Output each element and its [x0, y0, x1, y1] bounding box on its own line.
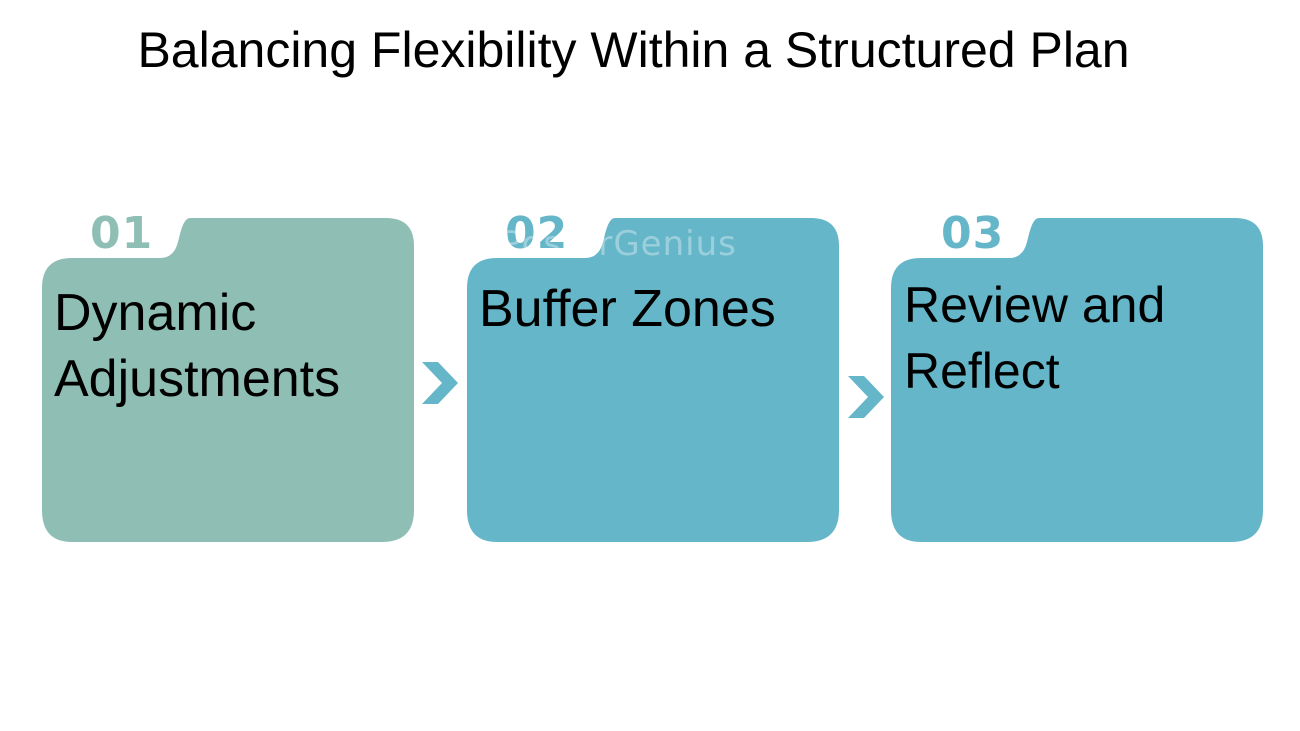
chevron-right-icon	[422, 362, 458, 404]
step-label: Review and Reflect	[904, 277, 1166, 399]
step-1: 01 Dynamic Adjustments	[40, 210, 416, 545]
step-number: 03	[941, 208, 1005, 259]
chevron-right-icon	[848, 376, 884, 418]
folder-shape	[42, 218, 414, 542]
step-number: 02	[505, 208, 569, 259]
step-number: 01	[90, 208, 154, 259]
folder-shape	[891, 218, 1263, 542]
step-2: 02 Buffer Zones	[465, 210, 841, 545]
step-label: Buffer Zones	[479, 280, 776, 338]
folder-shape	[467, 218, 839, 542]
watermark-logo: ⚙ PosterGenius	[458, 224, 737, 264]
step-label: Dynamic Adjustments	[54, 284, 341, 408]
diagram-title: Balancing Flexibility Within a Structure…	[137, 22, 1130, 78]
step-3: 03 Review and Reflect	[889, 210, 1265, 545]
